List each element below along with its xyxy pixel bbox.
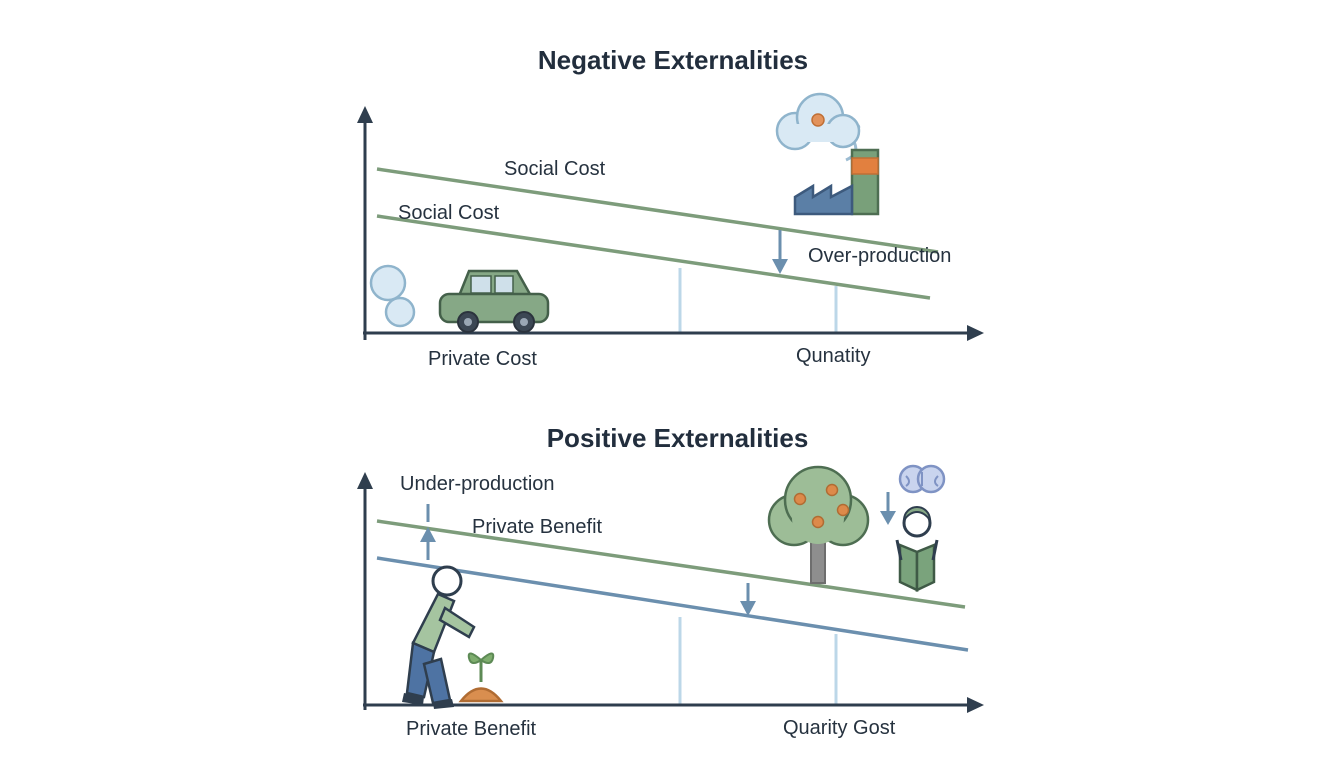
car-exhaust-icon — [369, 264, 550, 333]
down-arrow-icon — [880, 492, 896, 525]
negative-chart-title: Negative Externalities — [537, 45, 809, 75]
person-shoe-icon — [433, 699, 454, 709]
under-production-label: Under-production — [400, 473, 555, 495]
y-axis-arrowhead — [357, 472, 373, 489]
person-reading-icon — [895, 506, 939, 592]
x-axis-arrowhead — [967, 697, 984, 713]
exhaust-cloud-icon — [369, 264, 407, 302]
factory-building-icon — [793, 183, 854, 216]
y-axis-arrowhead — [357, 106, 373, 123]
x-axis-arrowhead — [967, 325, 984, 341]
social-cost-line-upper — [376, 167, 939, 254]
y-axis — [357, 106, 373, 340]
book-page-icon — [898, 543, 919, 592]
y-axis — [357, 472, 373, 710]
tree-icon — [767, 465, 870, 584]
car-window-icon — [494, 275, 514, 294]
fruit-icon — [793, 492, 807, 506]
social-benefit-line-lower — [376, 556, 969, 652]
positive-chart-plot — [357, 464, 984, 713]
soil-mound-icon — [458, 687, 504, 703]
smoke-cloud-icon — [775, 92, 861, 151]
person-head-icon — [431, 565, 463, 597]
knowledge-icons — [880, 464, 946, 592]
person-arm-icon — [931, 539, 939, 561]
quantity-axis-label: Qunatity — [796, 345, 871, 367]
social-cost-line-lower — [376, 214, 931, 300]
person-leg-icon — [422, 657, 452, 705]
fruit-icon — [836, 503, 850, 517]
social-cost-lower-label: Social Cost — [398, 202, 500, 224]
brain-icon — [898, 464, 946, 494]
down-arrow-icon — [740, 583, 756, 616]
exhaust-cloud-icon — [384, 296, 416, 328]
factory-icon — [775, 92, 880, 216]
private-benefit-axis-label: Private Benefit — [406, 718, 537, 740]
private-benefit-line-label: Private Benefit — [472, 516, 603, 538]
down-arrow-icon — [772, 230, 788, 274]
person-arm-icon — [895, 539, 903, 561]
person-hair-icon — [903, 506, 932, 524]
sprout-icon — [458, 652, 504, 703]
social-cost-upper-label: Social Cost — [504, 158, 606, 180]
fruit-icon — [811, 515, 825, 529]
car-window-icon — [470, 275, 492, 294]
person-arm-icon — [438, 606, 476, 639]
person-planting-icon — [402, 565, 476, 709]
quantity-cost-axis-label: Quarity Gost — [783, 717, 896, 739]
cloud-dot-icon — [811, 113, 825, 127]
x-axis — [363, 697, 984, 713]
negative-chart-plot — [357, 92, 984, 341]
positive-chart-title: Positive Externalities — [546, 423, 809, 453]
private-benefit-line-upper — [376, 519, 966, 609]
over-production-label: Over-production — [808, 245, 952, 267]
private-cost-axis-label: Private Cost — [428, 348, 537, 370]
fruit-icon — [825, 483, 839, 497]
person-shoe-icon — [402, 693, 424, 705]
book-page-icon — [915, 543, 936, 592]
x-axis — [363, 325, 984, 341]
up-arrow-icon — [420, 504, 436, 560]
